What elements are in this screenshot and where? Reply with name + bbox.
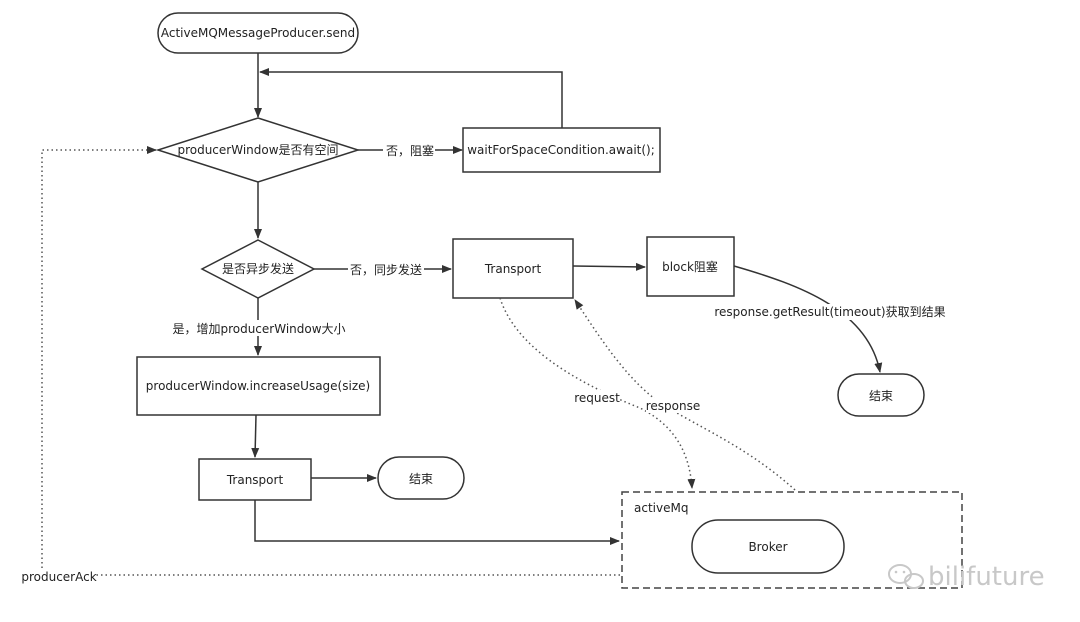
window-check-label: producerWindow是否有空间 <box>177 143 338 157</box>
edge-transport-to-block <box>572 262 646 271</box>
edge-label-yes-increase: 是，增加producerWindow大小 <box>172 322 345 336</box>
edge-label-no-block: 否，阻塞 <box>386 143 434 158</box>
start-node: ActiveMQMessageProducer.send <box>157 12 359 54</box>
block-node: block阻塞 <box>646 236 735 297</box>
edge-request <box>499 297 696 489</box>
edge-label-get-result: response.getResult(timeout)获取到结果 <box>714 305 945 319</box>
window-check-decision: producerWindow是否有空间 <box>155 117 361 183</box>
end-sync-node: 结束 <box>837 373 925 417</box>
async-check-label: 是否异步发送 <box>222 261 294 276</box>
block-node-label: block阻塞 <box>662 259 718 274</box>
wait-node-label: waitForSpaceCondition.await(); <box>467 143 655 157</box>
end-async-node: 结束 <box>377 456 465 500</box>
increase-usage-label: producerWindow.increaseUsage(size) <box>146 379 370 393</box>
edge-increase-to-transport-async <box>251 414 260 458</box>
end-async-label: 结束 <box>409 472 433 486</box>
start-node-label: ActiveMQMessageProducer.send <box>161 26 355 40</box>
transport-async-node: Transport <box>198 458 312 501</box>
transport-async-label: Transport <box>226 473 284 487</box>
edge-label-request: request <box>574 391 620 405</box>
transport-sync-label: Transport <box>484 262 542 276</box>
increase-usage-node: producerWindow.increaseUsage(size) <box>136 356 381 416</box>
watermark: bilifuture <box>888 562 1045 592</box>
edge-wait-loop-back <box>259 68 563 128</box>
edge-label-producer-ack: producerAck <box>21 570 96 584</box>
wechat-icon <box>888 564 924 589</box>
watermark-text: bilifuture <box>928 562 1045 592</box>
activemq-label: activeMq <box>634 501 688 515</box>
broker-label: Broker <box>748 540 787 554</box>
edge-label-response: response <box>646 399 701 413</box>
transport-sync-node: Transport <box>452 238 574 299</box>
async-check-decision: 是否异步发送 <box>200 239 316 299</box>
edge-response <box>574 299 796 491</box>
wait-node: waitForSpaceCondition.await(); <box>462 127 661 173</box>
edge-transport-async-to-activemq <box>254 500 620 545</box>
edge-block-to-end-sync <box>733 265 883 373</box>
edge-label-no-sync: 否，同步发送 <box>350 262 422 277</box>
broker-node: Broker <box>691 519 845 574</box>
edge-producer-ack <box>41 146 620 576</box>
end-sync-label: 结束 <box>869 389 893 403</box>
